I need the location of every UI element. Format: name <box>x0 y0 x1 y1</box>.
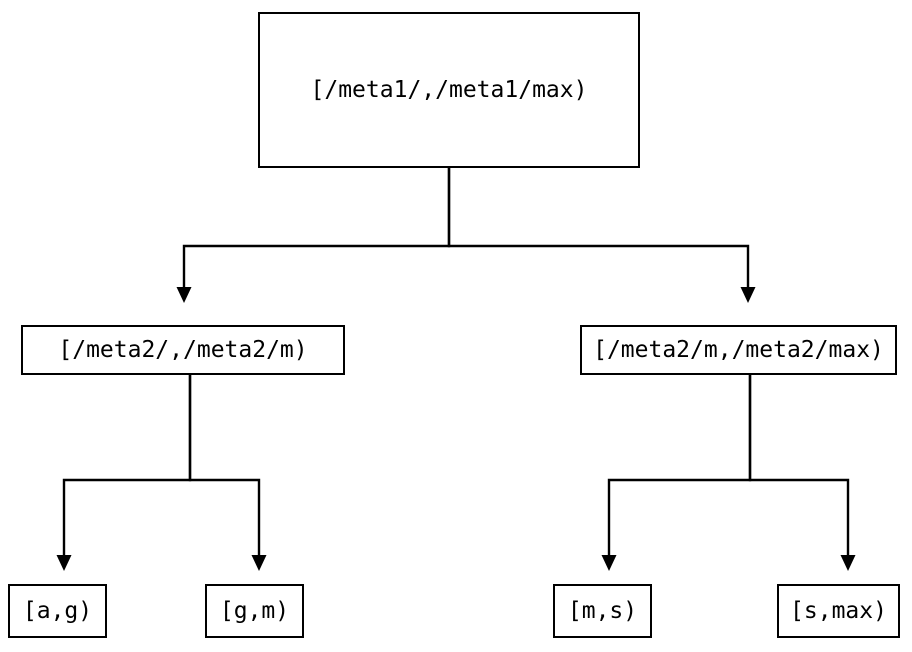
node-root-label: [/meta1/,/meta1/max) <box>310 76 588 103</box>
node-leaf-smax-label: [s,max) <box>790 597 887 624</box>
arrowhead-icon <box>601 555 617 571</box>
node-leaf-gm-label: [g,m) <box>219 597 290 624</box>
edge-root-to-mid-right <box>447 168 756 303</box>
node-mid-left-label: [/meta2/,/meta2/m) <box>58 336 308 363</box>
edge-mid-right-to-leaf-ms <box>601 375 752 571</box>
node-leaf-ag[interactable]: [a,g) <box>8 584 107 638</box>
node-leaf-ag-label: [a,g) <box>22 597 93 624</box>
node-leaf-ms[interactable]: [m,s) <box>553 584 652 638</box>
arrowhead-icon <box>176 287 192 303</box>
arrowhead-icon <box>740 287 756 303</box>
edge-mid-left-to-leaf-ag <box>56 375 192 571</box>
node-root[interactable]: [/meta1/,/meta1/max) <box>258 12 640 168</box>
arrowhead-icon <box>56 555 72 571</box>
node-leaf-gm[interactable]: [g,m) <box>205 584 304 638</box>
edge-mid-left-to-leaf-gm <box>188 375 267 571</box>
node-mid-left[interactable]: [/meta2/,/meta2/m) <box>21 325 345 375</box>
arrowhead-icon <box>840 555 856 571</box>
node-leaf-smax[interactable]: [s,max) <box>777 584 900 638</box>
node-mid-right-label: [/meta2/m,/meta2/max) <box>593 336 884 363</box>
node-leaf-ms-label: [m,s) <box>567 597 638 624</box>
node-mid-right[interactable]: [/meta2/m,/meta2/max) <box>580 325 897 375</box>
edge-mid-right-to-leaf-smax <box>748 375 856 571</box>
edge-root-to-mid-left <box>176 168 451 303</box>
arrowhead-icon <box>251 555 267 571</box>
